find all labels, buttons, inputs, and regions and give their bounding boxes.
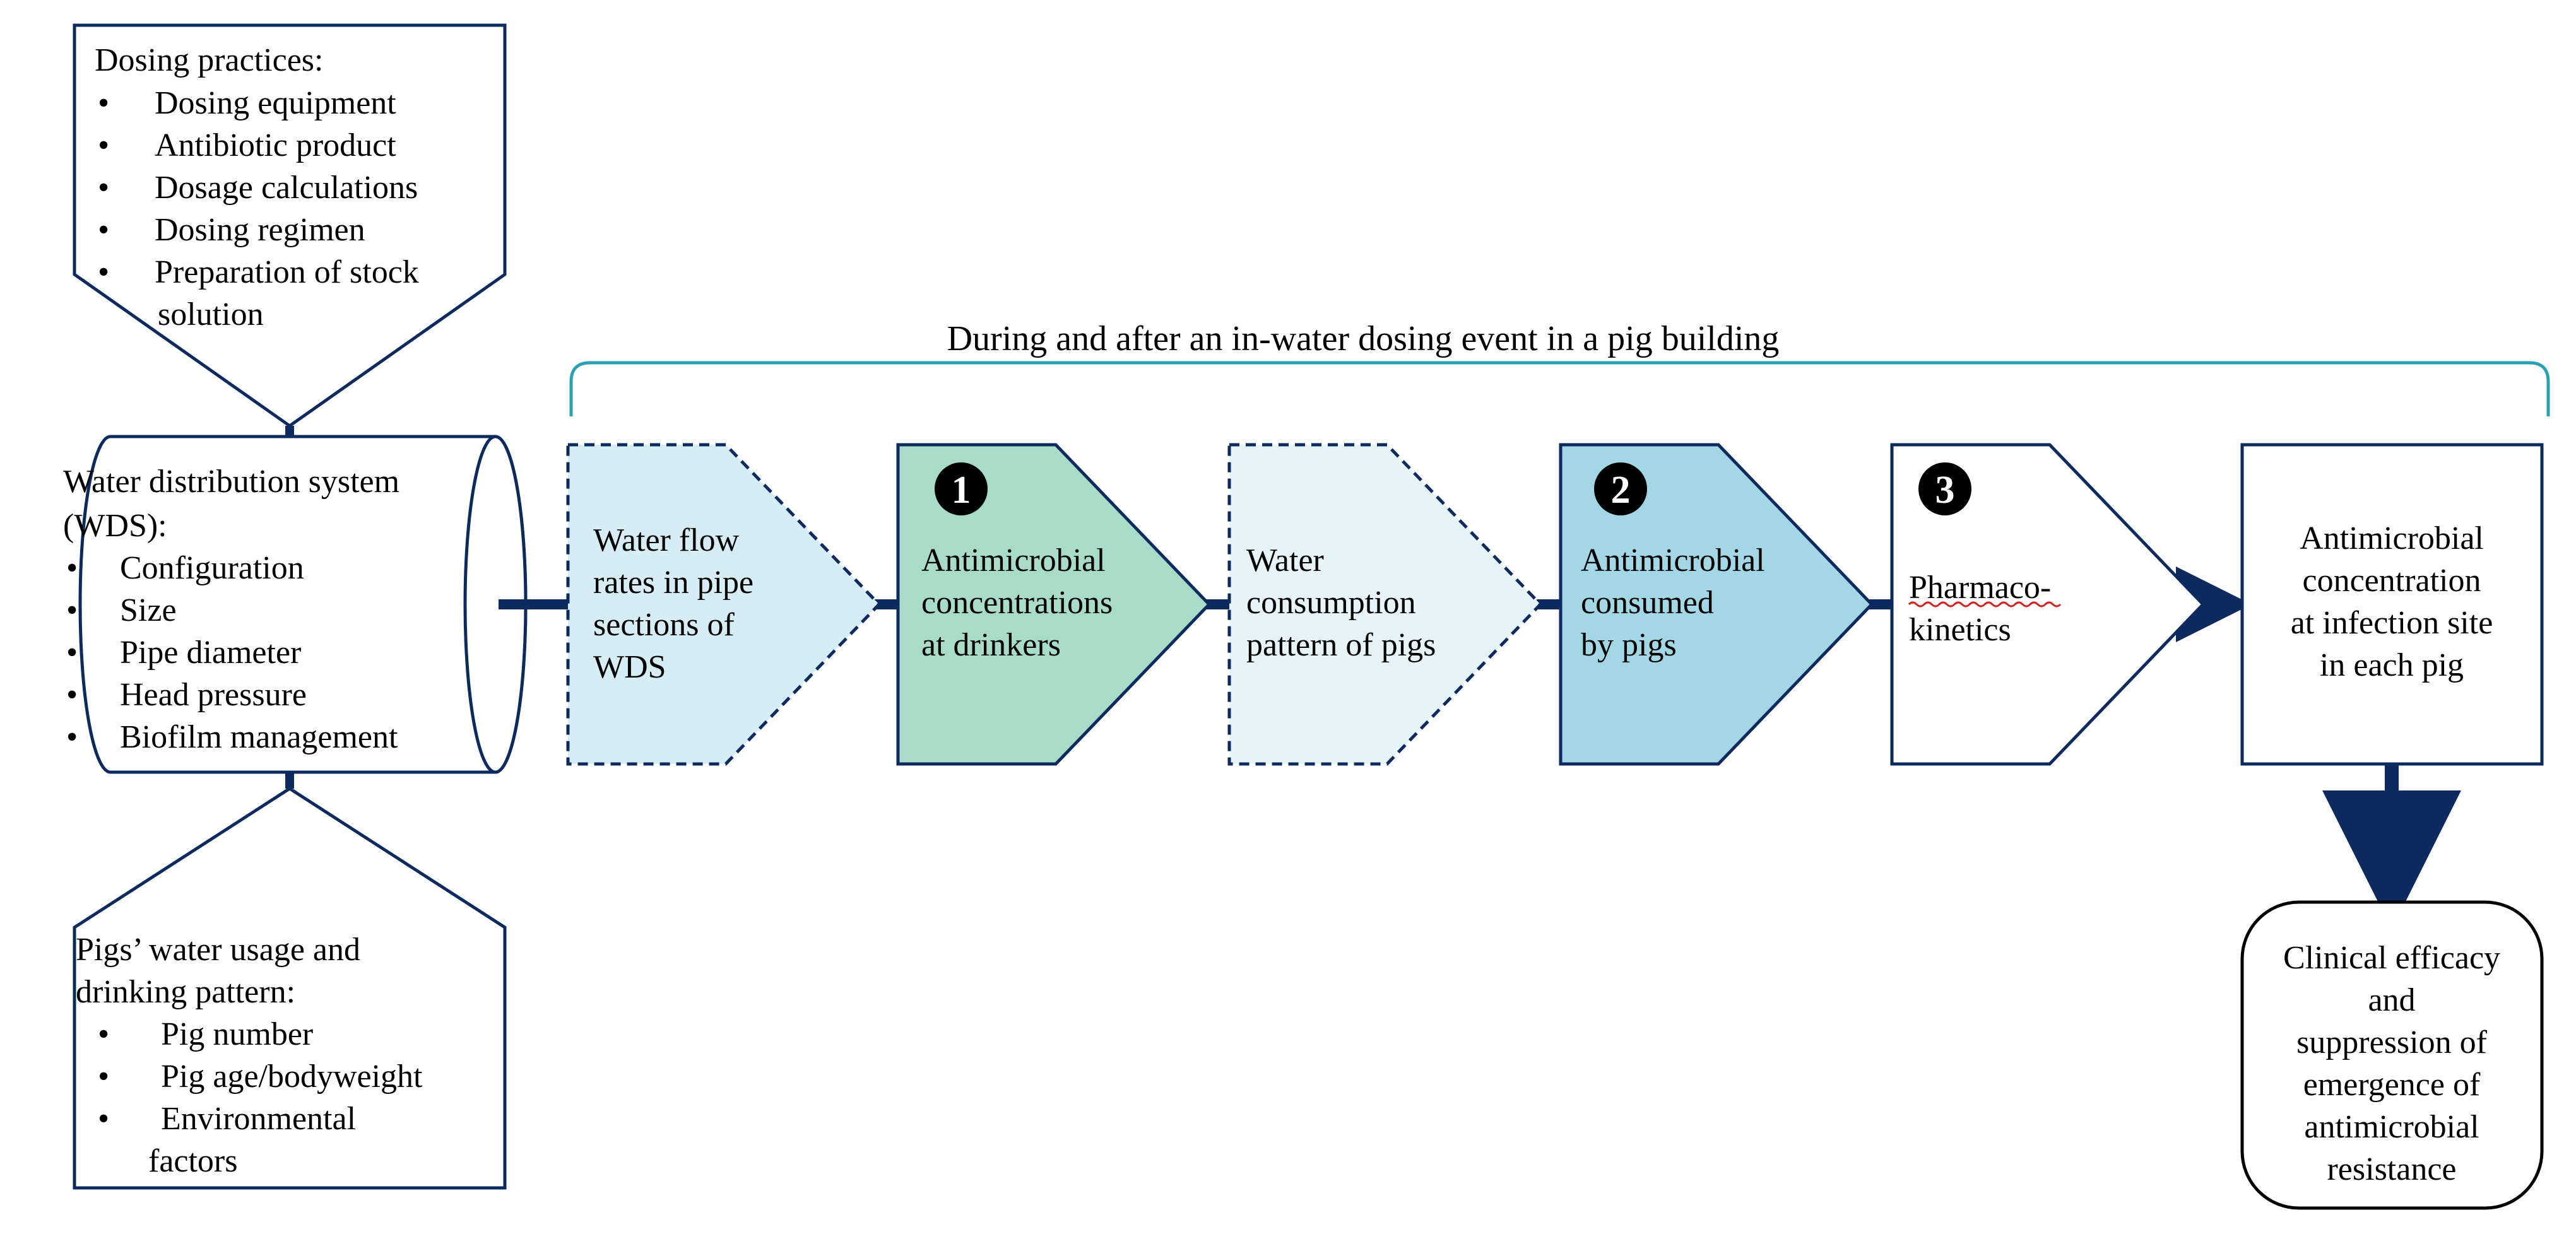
svg-text:•: • bbox=[98, 1101, 109, 1137]
svg-text:•: • bbox=[66, 592, 78, 628]
wds-item: Configuration bbox=[120, 550, 304, 586]
step-consumption-line: pattern of pigs bbox=[1246, 627, 1436, 663]
step-pk-line: Pharmaco- bbox=[1909, 570, 2051, 606]
infection-site-line: in each pig bbox=[2320, 647, 2464, 683]
step-badge-1-label: 1 bbox=[952, 469, 971, 512]
svg-text:•: • bbox=[66, 719, 78, 755]
step-consumed-line: consumed bbox=[1581, 585, 1714, 621]
svg-text:•: • bbox=[66, 677, 78, 713]
svg-text:•: • bbox=[98, 127, 109, 163]
wds-item: Pipe diameter bbox=[120, 635, 301, 671]
dosing-practices-box: Dosing practices: • Dosing equipment • A… bbox=[73, 23, 507, 428]
dosing-practices-item: Dosing regimen bbox=[155, 212, 365, 248]
step-pk-line: kinetics bbox=[1909, 612, 2011, 648]
step-conc-line: at drinkers bbox=[921, 627, 1061, 663]
infection-site-line: at infection site bbox=[2291, 605, 2493, 641]
dosing-practices-item: Antibiotic product bbox=[155, 127, 396, 163]
wds-title-line2: (WDS): bbox=[63, 508, 167, 544]
dosing-practices-item: Dosing equipment bbox=[155, 85, 396, 121]
step-badge-2-label: 2 bbox=[1611, 469, 1631, 512]
svg-text:•: • bbox=[66, 550, 78, 586]
step-pharmacokinetics: 3 Pharmaco- kinetics bbox=[1890, 443, 2206, 766]
pigs-usage-item: Pig number bbox=[161, 1016, 313, 1052]
dosing-practices-item: Preparation of stock bbox=[155, 254, 419, 290]
outcome-line: Clinical efficacy bbox=[2283, 940, 2500, 976]
infection-site-line: concentration bbox=[2303, 563, 2481, 599]
wds-cylinder: Water distribution system (WDS): • Confi… bbox=[63, 435, 528, 774]
infection-site-box: Antimicrobial concentration at infection… bbox=[2240, 443, 2544, 766]
outcome-line: suppression of bbox=[2296, 1025, 2488, 1060]
svg-text:•: • bbox=[98, 254, 109, 290]
outcome-line: emergence of bbox=[2303, 1067, 2481, 1103]
step-consumed-line: by pigs bbox=[1581, 627, 1677, 663]
step-water-consumption-pattern: Water consumption pattern of pigs bbox=[1227, 443, 1543, 766]
svg-text:•: • bbox=[98, 170, 109, 206]
pigs-usage-item: factors bbox=[148, 1143, 237, 1179]
svg-text:•: • bbox=[66, 635, 78, 671]
event-bracket: During and after an in-water dosing even… bbox=[569, 319, 2550, 416]
step-badge-3 bbox=[1918, 462, 1971, 515]
step-conc-line: concentrations bbox=[921, 585, 1113, 621]
step-flow-line: WDS bbox=[593, 649, 666, 685]
pigs-usage-title-line2: drinking pattern: bbox=[76, 974, 295, 1010]
step-consumed-line: Antimicrobial bbox=[1581, 543, 1765, 578]
infection-site-line: Antimicrobial bbox=[2300, 520, 2484, 556]
pigs-usage-item: Environmental bbox=[161, 1101, 356, 1137]
pigs-water-usage-box: Pigs’ water usage and drinking pattern: … bbox=[73, 787, 507, 1190]
dosing-practices-list: • Dosing equipment • Antibiotic product … bbox=[98, 85, 419, 332]
wds-item: Head pressure bbox=[120, 677, 307, 713]
outcome-line: resistance bbox=[2327, 1151, 2456, 1187]
step-badge-2 bbox=[1594, 462, 1647, 515]
step-antimicrobial-concentrations: 1 Antimicrobial concentrations at drinke… bbox=[896, 443, 1212, 766]
step-consumption-line: Water bbox=[1246, 543, 1324, 578]
outcome-box: Clinical efficacy and suppression of eme… bbox=[2240, 900, 2544, 1210]
dosing-practices-item: solution bbox=[158, 297, 264, 332]
pigs-usage-item: Pig age/bodyweight bbox=[161, 1059, 423, 1095]
wds-item: Biofilm management bbox=[120, 719, 398, 755]
outcome-line: antimicrobial bbox=[2304, 1109, 2479, 1145]
bracket-label: During and after an in-water dosing even… bbox=[947, 319, 1780, 358]
step-flow-line: rates in pipe bbox=[593, 565, 753, 601]
step-water-flow-rates: Water flow rates in pipe sections of WDS bbox=[566, 443, 882, 766]
dosing-practices-title: Dosing practices: bbox=[95, 42, 323, 78]
svg-text:•: • bbox=[98, 1016, 109, 1052]
svg-text:•: • bbox=[98, 85, 109, 121]
outcome-line: and bbox=[2368, 982, 2415, 1018]
spellcheck-underline bbox=[1908, 601, 2062, 608]
dosing-practices-item: Dosage calculations bbox=[155, 170, 418, 206]
svg-text:•: • bbox=[98, 212, 109, 248]
step-consumption-line: consumption bbox=[1246, 585, 1416, 621]
step-badge-3-label: 3 bbox=[1935, 469, 1955, 512]
wds-item: Size bbox=[120, 592, 177, 628]
step-badge-1 bbox=[935, 462, 988, 515]
wds-title-line1: Water distribution system bbox=[63, 464, 399, 500]
step-flow-line: sections of bbox=[593, 607, 735, 643]
step-antimicrobial-consumed: 2 Antimicrobial consumed by pigs bbox=[1559, 443, 1874, 766]
svg-text:•: • bbox=[98, 1059, 109, 1095]
step-flow-line: Water flow bbox=[593, 522, 740, 558]
step-conc-line: Antimicrobial bbox=[921, 543, 1106, 578]
pigs-usage-title-line1: Pigs’ water usage and bbox=[76, 932, 360, 968]
